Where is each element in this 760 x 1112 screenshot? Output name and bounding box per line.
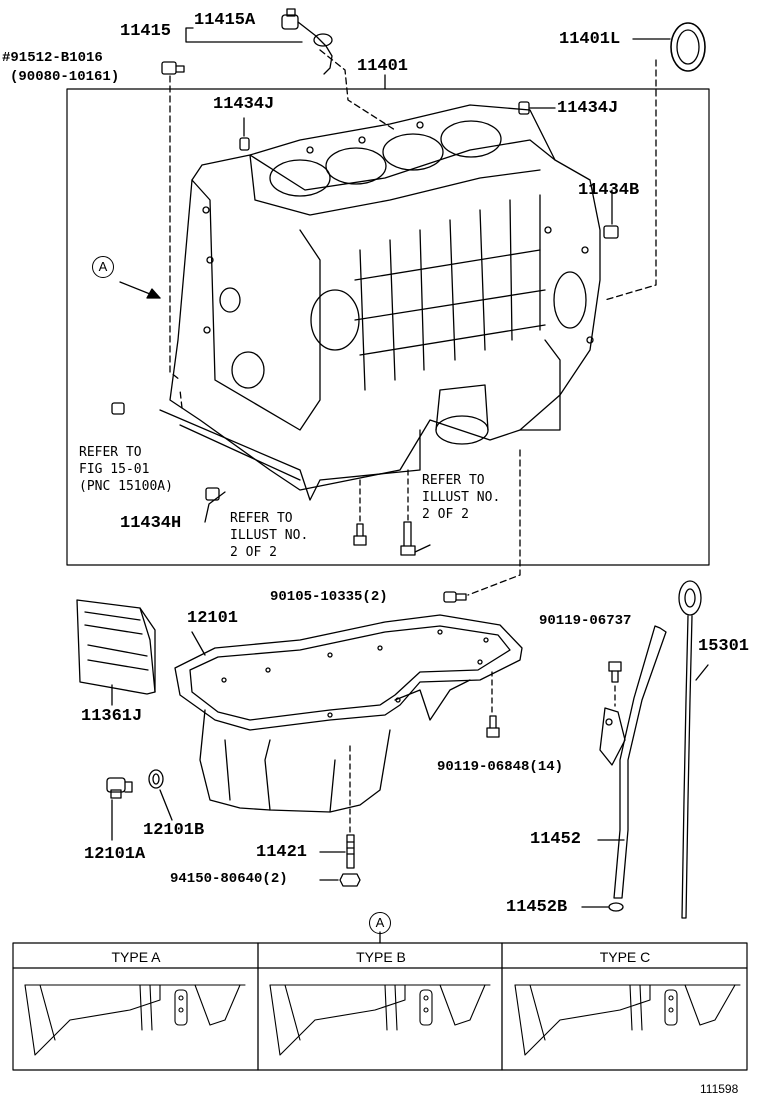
note-refer-illust-1: REFER TO ILLUST NO. 2 OF 2 bbox=[230, 511, 309, 560]
bolt-refer-2-icon bbox=[400, 521, 416, 556]
cylinder-block-icon bbox=[159, 104, 601, 501]
oil-seal-icon bbox=[670, 22, 706, 72]
cylinder-block-frame bbox=[66, 88, 710, 566]
type-c-sketch-icon bbox=[514, 984, 741, 1056]
o-ring-icon bbox=[608, 902, 624, 912]
note-refer-fig: REFER TO FIG 15-01 (PNC 15100A) bbox=[79, 445, 173, 494]
types-table bbox=[12, 931, 748, 1071]
label-11434b: 11434B bbox=[578, 181, 640, 200]
dipstick-guide-icon bbox=[599, 625, 667, 899]
label-90119-06737: 90119-06737 bbox=[539, 613, 632, 629]
label-12101b: 12101B bbox=[143, 821, 205, 840]
label-11452b: 11452B bbox=[506, 898, 568, 917]
label-91512: #91512-B1016 bbox=[2, 50, 103, 66]
type-a-caption: TYPE A bbox=[111, 949, 161, 965]
plug-11434h-icon bbox=[205, 487, 220, 501]
dipstick-icon bbox=[678, 580, 702, 919]
type-a-sketch-icon bbox=[24, 984, 246, 1056]
oil-pan-icon bbox=[174, 614, 523, 813]
label-11434j-right: 11434J bbox=[557, 99, 619, 118]
plug-11434j-left-icon bbox=[239, 137, 250, 151]
label-90105: 90105-10335(2) bbox=[270, 589, 388, 605]
type-b-sketch-icon bbox=[269, 984, 491, 1056]
label-11434h: 11434H bbox=[120, 514, 182, 533]
label-12101: 12101 bbox=[187, 609, 239, 628]
view-marker-a: A bbox=[92, 256, 114, 278]
plug-11434j-right-icon bbox=[518, 101, 530, 115]
nut-icon bbox=[339, 873, 361, 887]
plug-11434-icon bbox=[111, 402, 125, 415]
baffle-plate-icon bbox=[76, 599, 156, 695]
label-11401: 11401 bbox=[357, 57, 409, 76]
label-11415a: 11415A bbox=[194, 11, 256, 30]
label-15301: 15301 bbox=[698, 637, 750, 656]
label-11434j-left: 11434J bbox=[213, 95, 275, 114]
bolt-91512-icon bbox=[161, 61, 185, 75]
bolt-90105-icon bbox=[443, 591, 467, 603]
bolt-90119-06848-icon bbox=[486, 715, 500, 738]
plug-11434b-icon bbox=[603, 225, 619, 239]
label-90080: (90080-10161) bbox=[10, 69, 120, 85]
bolt-90119-06737-icon bbox=[608, 661, 622, 683]
reference-number: 111598 bbox=[700, 1082, 739, 1096]
type-c-caption: TYPE C bbox=[599, 949, 651, 965]
gasket-icon bbox=[148, 769, 164, 789]
bolt-refer-1-icon bbox=[353, 523, 367, 546]
label-90119-06848: 90119-06848(14) bbox=[437, 759, 564, 775]
label-12101a: 12101A bbox=[84, 845, 146, 864]
label-11421: 11421 bbox=[256, 843, 308, 862]
label-94150: 94150-80640(2) bbox=[170, 871, 288, 887]
note-refer-illust-2: REFER TO ILLUST NO. 2 OF 2 bbox=[422, 473, 501, 522]
label-11361j: 11361J bbox=[81, 707, 143, 726]
table-marker-a: A bbox=[369, 912, 391, 934]
stud-bolt-icon bbox=[346, 834, 355, 869]
oil-pressure-switch-icon bbox=[281, 8, 333, 75]
type-b-caption: TYPE B bbox=[356, 949, 406, 965]
label-11401l: 11401L bbox=[559, 30, 621, 49]
label-11415: 11415 bbox=[120, 22, 172, 41]
label-11452: 11452 bbox=[530, 830, 582, 849]
drain-plug-icon bbox=[106, 777, 133, 799]
